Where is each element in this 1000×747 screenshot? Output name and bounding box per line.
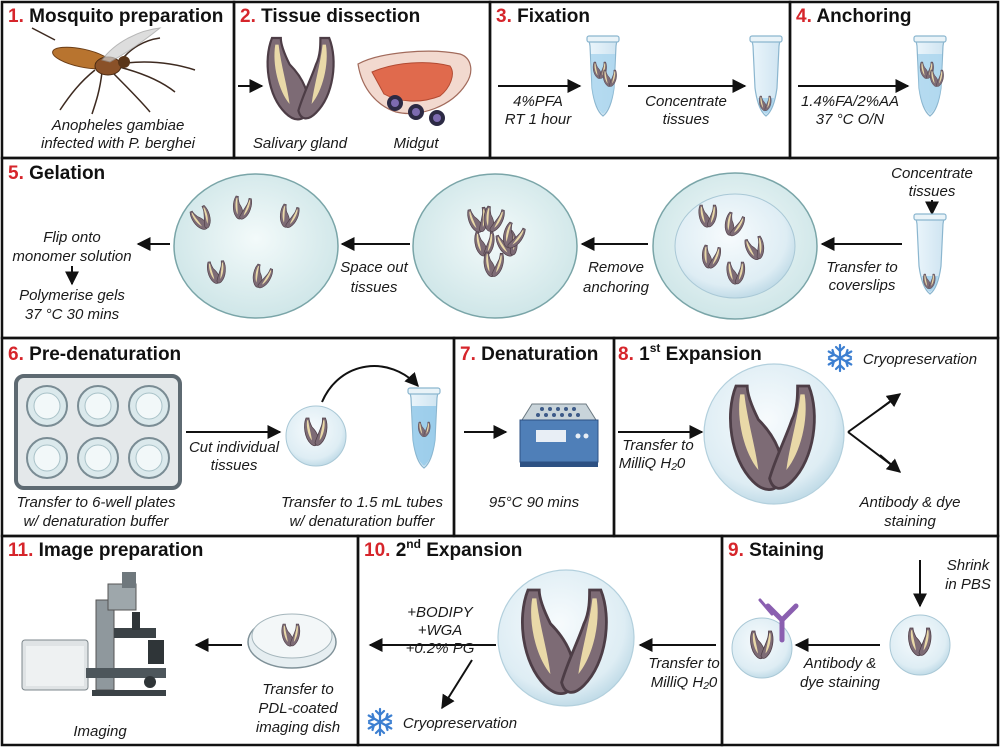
p10-label-pg: +0.2% PG (406, 640, 475, 657)
tube-icon (913, 35, 947, 117)
p8-label-transfer: Transfer to (622, 437, 693, 454)
p10-label-transfer: Transfer to (648, 655, 719, 672)
p6-label-tubes: Transfer to 1.5 mL tubes (281, 494, 444, 511)
arrow-8c (879, 454, 902, 473)
antibody-icon (758, 598, 799, 643)
panel-1-title: 1. Mosquito preparation (8, 6, 223, 27)
tube-icon (749, 35, 783, 117)
p8-label-staining: staining (884, 513, 936, 530)
heat-block-icon (519, 403, 599, 467)
gel-dish-icon (652, 172, 818, 320)
gel-bubble-icon (889, 614, 951, 676)
p4-label-temp: 37 °C O/N (816, 111, 885, 128)
gel-dish-icon (412, 173, 578, 319)
p10-label-water: MilliQ H₂0 (651, 674, 718, 691)
p6-label-cut: Cut individual (189, 439, 280, 456)
tube-icon (913, 213, 947, 295)
p11-label-dish: imaging dish (256, 719, 340, 736)
p6-label-plates-buffer: w/ denaturation buffer (23, 513, 169, 530)
p9-label-pbs: in PBS (945, 576, 991, 593)
gel-bubble-icon (285, 405, 347, 467)
gel-bubble-icon (703, 363, 845, 505)
p5-label-poly-temp: 37 °C 30 mins (25, 306, 120, 323)
arrow-10c (441, 659, 473, 710)
p4-label-fa: 1.4%FA/2%AA (801, 93, 899, 110)
gel-bubble-icon (497, 569, 635, 707)
p2-label-midgut: Midgut (393, 135, 439, 152)
p3-label-pfa: 4%PFA (513, 93, 563, 110)
p5-label-transfer: Transfer to (826, 259, 897, 276)
panel-4-title: 4. Anchoring (796, 6, 911, 27)
p5-label-space: Space out (340, 259, 408, 276)
tube-icon (407, 387, 441, 469)
p3-label-concentrate: Concentrate (645, 93, 727, 110)
microscope-icon (21, 572, 166, 696)
petri-dish-icon (247, 613, 337, 669)
panel-2-title: 2. Tissue dissection (240, 6, 420, 27)
snowflake-icon (367, 707, 393, 737)
p5-label-monomer: monomer solution (12, 248, 131, 265)
p11-label-transfer: Transfer to (262, 681, 333, 698)
arrow-6b (321, 365, 419, 403)
p1-label-species: Anopheles gambiae (51, 117, 185, 134)
gel-bubble-icon (731, 617, 793, 679)
p8-label-stain: Antibody & dye (859, 494, 961, 511)
well-plate-icon (14, 374, 182, 490)
panel-3-title: 3. Fixation (496, 6, 590, 27)
panel-11-title: 11. Image preparation (8, 540, 203, 561)
panel-5-title: 5. Gelation (8, 163, 105, 184)
p2-label-gland: Salivary gland (253, 135, 348, 152)
p5-label-polymerise: Polymerise gels (19, 287, 125, 304)
p9-label-dye: dye staining (800, 674, 881, 691)
p8-label-water: MilliQ H₂0 (619, 455, 686, 472)
mosquito-icon (31, 27, 196, 115)
p10-label-cryo: Cryopreservation (403, 715, 517, 732)
p9-label-shrink: Shrink (947, 557, 991, 574)
p10-label-wga: +WGA (418, 622, 463, 639)
salivary-gland-icon (266, 36, 335, 121)
p5-label-space-tissues: tissues (351, 279, 398, 296)
p5-label-remove: Remove (588, 259, 644, 276)
p5-label-tissues: tissues (909, 183, 956, 200)
p7-label-conditions: 95°C 90 mins (489, 494, 580, 511)
panel-7-title: 7. Denaturation (460, 344, 598, 365)
p3-label-tissues: tissues (663, 111, 710, 128)
p9-label-antibody: Antibody & (803, 655, 877, 672)
p6-label-cut-tissues: tissues (211, 457, 258, 474)
panel-9-title: 9. Staining (728, 540, 824, 561)
panel-6-title: 6. Pre-denaturation (8, 344, 181, 365)
p5-label-anchoring: anchoring (583, 279, 650, 296)
p8-label-cryo: Cryopreservation (863, 351, 977, 368)
tube-icon (586, 35, 620, 117)
p6-label-plates: Transfer to 6-well plates (17, 494, 176, 511)
midgut-icon (357, 50, 472, 126)
p11-label-imaging: Imaging (73, 723, 127, 740)
panel-8-title: 8. 1st Expansion (618, 341, 762, 365)
p3-label-rt: RT 1 hour (505, 111, 572, 128)
arrow-8b (879, 393, 902, 410)
p5-label-concentrate: Concentrate (891, 165, 973, 182)
p6-label-tubes-buffer: w/ denaturation buffer (289, 513, 435, 530)
panel-10-title: 10. 2nd Expansion (364, 537, 522, 561)
arrow-8-fork (847, 395, 899, 471)
p5-label-flip: Flip onto (43, 229, 101, 246)
p1-label-infection: infected with P. berghei (41, 135, 196, 152)
p10-label-bodipy: +BODIPY (407, 604, 473, 621)
gel-dish-icon (173, 173, 339, 319)
p11-label-pdl: PDL-coated (258, 700, 338, 717)
snowflake-icon (827, 343, 853, 373)
p5-label-coverslips: coverslips (829, 277, 896, 294)
